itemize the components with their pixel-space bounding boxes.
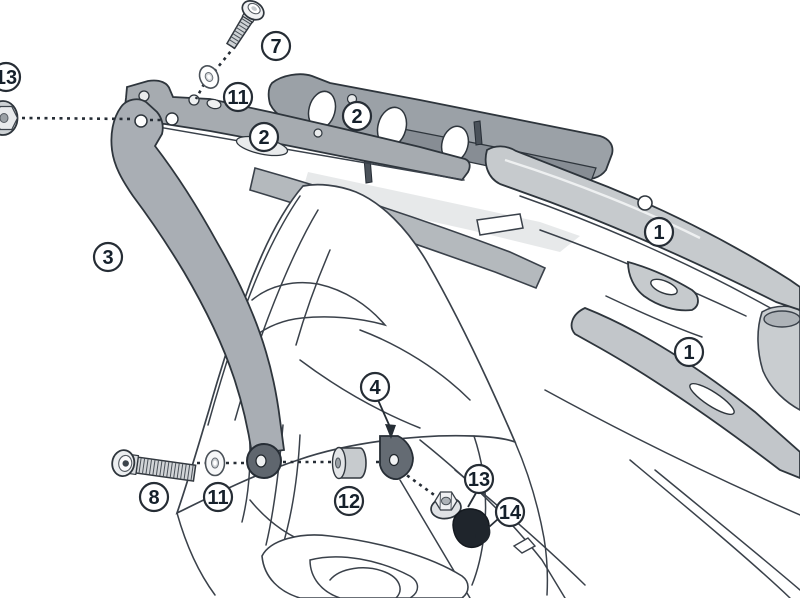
svg-text:11: 11 bbox=[207, 487, 228, 509]
callout-4: 4 bbox=[359, 371, 391, 403]
washer-11-top bbox=[198, 65, 220, 89]
callout-3: 3 bbox=[92, 241, 124, 273]
svg-text:13: 13 bbox=[0, 67, 17, 89]
arrow-head bbox=[385, 424, 396, 439]
callout-13-left: 13 bbox=[0, 61, 22, 93]
callout-1-upper: 1 bbox=[643, 216, 675, 248]
svg-text:1: 1 bbox=[683, 342, 694, 364]
svg-text:7: 7 bbox=[270, 36, 281, 58]
part-3-strut bbox=[110, 98, 286, 479]
callout-2-right: 2 bbox=[341, 100, 373, 132]
screw-8 bbox=[111, 449, 197, 482]
callout-2-left: 2 bbox=[248, 121, 280, 153]
screw-7 bbox=[225, 0, 265, 50]
svg-text:14: 14 bbox=[499, 502, 522, 524]
callout-leaders bbox=[377, 399, 499, 528]
cap-14 bbox=[452, 508, 491, 549]
callout-12: 12 bbox=[333, 485, 365, 517]
svg-text:4: 4 bbox=[369, 377, 381, 399]
callout-13-bottom: 13 bbox=[463, 463, 495, 495]
part-1-upper-rail bbox=[484, 145, 800, 312]
callout-14: 14 bbox=[494, 496, 526, 528]
callout-11-bottom: 11 bbox=[202, 481, 234, 513]
svg-text:12: 12 bbox=[338, 491, 360, 513]
callout-8: 8 bbox=[138, 481, 170, 513]
mounting-stud bbox=[473, 120, 483, 146]
part-1-lower-rail bbox=[570, 307, 800, 479]
nut-13-left bbox=[0, 100, 19, 136]
callout-1-lower: 1 bbox=[673, 336, 705, 368]
svg-text:8: 8 bbox=[148, 487, 159, 509]
svg-text:3: 3 bbox=[102, 247, 113, 269]
svg-text:11: 11 bbox=[227, 87, 248, 109]
nut-13-bottom bbox=[430, 491, 462, 520]
washer-11-bottom bbox=[204, 449, 226, 477]
frame-line-art bbox=[241, 389, 800, 598]
svg-text:2: 2 bbox=[351, 106, 362, 128]
svg-text:1: 1 bbox=[653, 222, 664, 244]
spacer-12 bbox=[331, 446, 367, 480]
callout-11-top: 11 bbox=[222, 81, 254, 113]
bracket-4 bbox=[379, 435, 414, 480]
svg-text:13: 13 bbox=[468, 469, 490, 491]
svg-text:2: 2 bbox=[258, 127, 269, 149]
callout-7: 7 bbox=[260, 30, 292, 62]
callouts: 7 11 2 2 13 3 1 1 4 8 11 12 13 14 bbox=[0, 30, 705, 528]
